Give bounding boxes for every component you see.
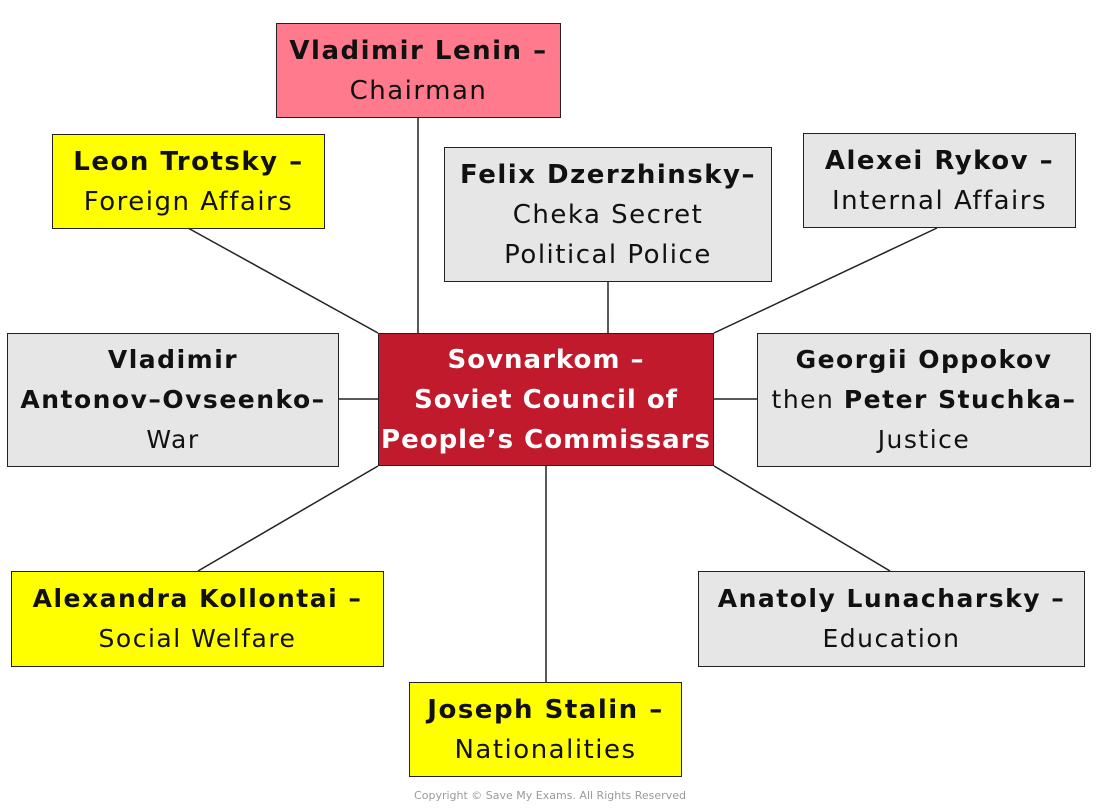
node-sovnarkom-line3: People’s Commissars [381,424,711,455]
node-lunacharsky-name: Anatoly Lunacharsky – [717,584,1066,613]
node-stalin-role: Nationalities [454,734,637,765]
node-sovnarkom-line2: Soviet Council of [414,384,678,415]
node-antonov-ovseenko: Vladimir Antonov–Ovseenko– War [7,333,339,467]
connector-lunacharsky [713,465,891,572]
node-trotsky-name: Leon Trotsky – [73,146,304,177]
node-rykov: Alexei Rykov – Internal Affairs [803,133,1076,228]
node-stuchka-line: then Peter Stuchka– [772,380,1077,420]
node-lenin-role: Chairman [349,75,488,106]
node-dzerzhinsky-name: Felix Dzerzhinsky– [460,159,756,190]
node-oppokov-name: Georgii Oppokov [795,345,1053,374]
connector-kollontai [197,465,379,572]
node-rykov-name: Alexei Rykov – [824,145,1055,176]
node-kollontai: Alexandra Kollontai – Social Welfare [11,571,384,667]
node-dzerzhinsky-role-line2: Political Police [504,239,712,270]
node-antonov-name-line2: Antonov–Ovseenko– [20,385,326,414]
node-sovnarkom-line1: Sovnarkom – [447,344,645,375]
node-antonov-role: War [146,425,200,454]
node-dzerzhinsky: Felix Dzerzhinsky– Cheka Secret Politica… [444,147,772,282]
node-kollontai-name: Alexandra Kollontai – [32,584,363,613]
node-sovnarkom: Sovnarkom – Soviet Council of People’s C… [378,333,714,466]
node-stuchka-then: then [771,385,844,414]
node-oppokov-stuchka: Georgii Oppokov then Peter Stuchka– Just… [757,333,1091,467]
node-stuchka-name: Peter Stuchka– [843,385,1077,414]
node-lenin: Vladimir Lenin – Chairman [276,23,561,118]
node-stalin-name: Joseph Stalin – [427,694,664,725]
node-lunacharsky: Anatoly Lunacharsky – Education [698,571,1085,667]
connector-rykov [713,227,938,334]
node-dzerzhinsky-role-line1: Cheka Secret [512,199,704,230]
node-trotsky-role: Foreign Affairs [83,186,294,217]
node-stalin: Joseph Stalin – Nationalities [409,682,682,777]
node-kollontai-role: Social Welfare [98,624,297,653]
node-lenin-name: Vladimir Lenin – [289,35,548,66]
node-trotsky: Leon Trotsky – Foreign Affairs [52,134,325,229]
node-rykov-role: Internal Affairs [831,185,1048,216]
connector-trotsky [187,227,379,334]
node-oppokov-role: Justice [877,425,971,454]
copyright-notice: Copyright © Save My Exams. All Rights Re… [414,789,686,802]
node-lunacharsky-role: Education [822,624,961,653]
node-antonov-name-line1: Vladimir [107,345,239,374]
